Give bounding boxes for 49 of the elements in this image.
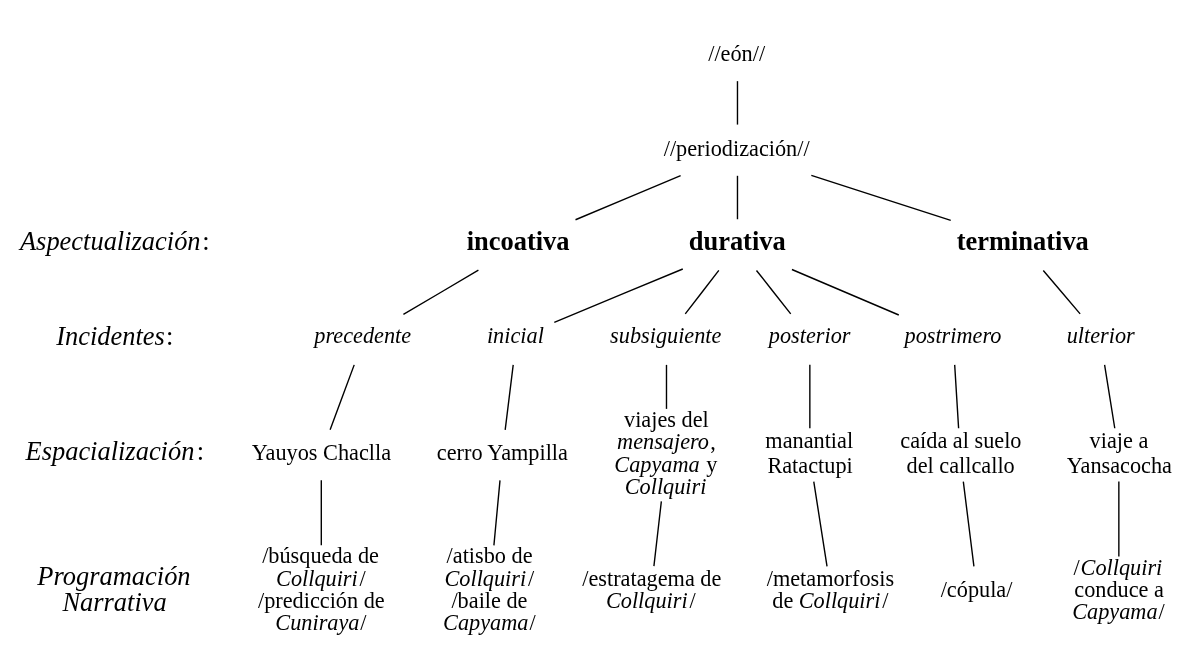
node-text: /Collquiri conduce a Capyama/ <box>1072 554 1165 625</box>
connector <box>962 480 975 568</box>
label: Incidentes: <box>56 320 174 351</box>
node-text: /cópula/ <box>940 576 1013 602</box>
connector <box>791 268 900 316</box>
node-text: incoativa <box>466 226 570 257</box>
connector <box>810 174 952 221</box>
node-text: caída al suelo del callcallo <box>900 427 1022 478</box>
node-text: /estratagema de Collquiri/ <box>582 565 722 613</box>
node-text: /búsqueda de Collquiri/ /predicción de Cuniraya/ <box>257 543 385 636</box>
node-text: precedente <box>314 323 412 349</box>
connector <box>954 364 960 429</box>
connector <box>553 268 684 324</box>
node-text: durativa <box>688 226 786 257</box>
label: Programación Narrativa <box>37 560 191 618</box>
connector <box>1118 480 1120 558</box>
connector <box>809 364 811 429</box>
connector <box>1042 269 1081 315</box>
node-text: //eón// <box>708 40 766 66</box>
connector <box>665 364 668 410</box>
connector <box>574 174 682 221</box>
node-text: //periodización// <box>663 135 810 161</box>
connector <box>653 500 663 567</box>
node-text: inicial <box>486 323 544 349</box>
label: Aspectualización: <box>19 226 210 257</box>
node-text: Yauyos Chaclla <box>251 440 392 466</box>
label: Espacialización: <box>25 436 205 467</box>
connector <box>813 480 828 568</box>
node-text: viaje a Yansacocha <box>1066 427 1172 478</box>
connector <box>1103 364 1116 429</box>
node-text: terminativa <box>956 226 1089 257</box>
connector <box>493 479 501 547</box>
node-text: ulterior <box>1066 323 1135 349</box>
connector <box>684 269 720 315</box>
connector <box>402 269 480 316</box>
connector <box>320 479 322 547</box>
node-text: /metamorfosis de Collquiri/ <box>766 565 895 613</box>
connector <box>736 175 739 220</box>
node-text: subsiguiente <box>610 323 722 349</box>
connector <box>736 80 739 126</box>
connector <box>329 364 355 431</box>
node-text: viajes del mensajero, Capyama y Collquiri <box>614 406 718 499</box>
node-text: postrimero <box>904 323 1002 349</box>
node-text: /atisbo de Collquiri/ /baile de Capyama/ <box>443 543 536 636</box>
connector <box>755 269 792 315</box>
node-text: manantial Ratactupi <box>765 427 854 478</box>
node-text: cerro Yampilla <box>436 440 568 466</box>
node-text: posterior <box>768 323 851 349</box>
connector <box>504 364 514 431</box>
